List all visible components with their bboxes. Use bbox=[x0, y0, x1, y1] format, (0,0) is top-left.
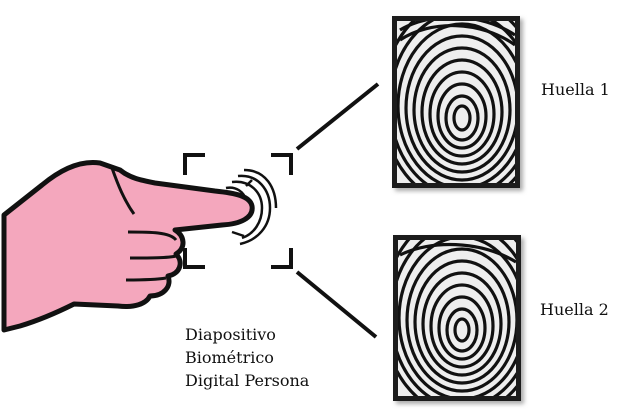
device-caption-line-3: Digital Persona bbox=[185, 369, 309, 392]
print-1-label: Huella 1 bbox=[541, 80, 610, 99]
device-caption-line-2: Biométrico bbox=[185, 346, 309, 369]
print-2-label: Huella 2 bbox=[540, 300, 609, 319]
device-caption: Diapositivo Biométrico Digital Persona bbox=[185, 323, 309, 392]
pointing-hand-icon bbox=[4, 162, 252, 330]
device-caption-line-1: Diapositivo bbox=[185, 323, 309, 346]
fingerprint-1-image bbox=[382, 0, 542, 204]
connector-line-top bbox=[297, 84, 378, 149]
fingerprint-2-image bbox=[383, 213, 541, 414]
